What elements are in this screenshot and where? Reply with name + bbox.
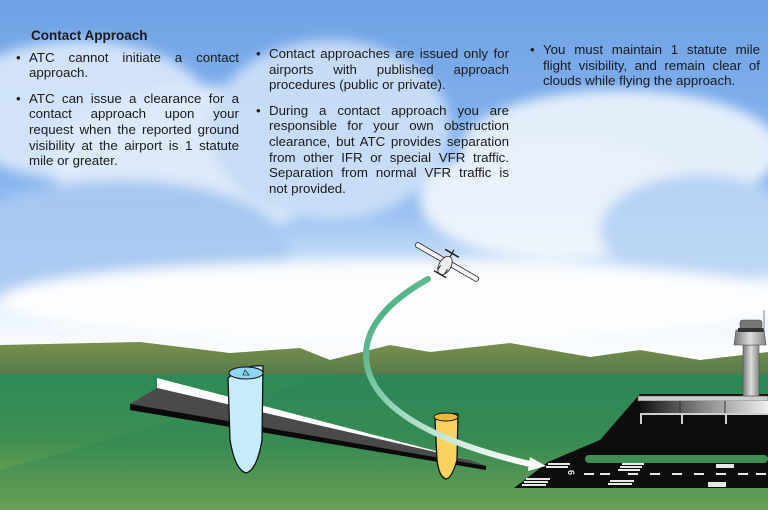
- control-tower: [733, 310, 767, 397]
- runway: 6: [514, 394, 768, 488]
- bullet-item: ATC cannot initiate a contact approach.: [13, 50, 239, 81]
- arrow-head-icon: [528, 457, 546, 471]
- airplane: [414, 242, 480, 282]
- yellow-marker: [433, 412, 459, 480]
- bullet-item: During a contact approach you are respon…: [253, 103, 509, 197]
- text-column-2: Contact approaches are issued only for a…: [253, 46, 509, 206]
- blue-marker: [227, 365, 264, 474]
- curved-flight-path: [363, 276, 533, 467]
- terminal-building: [637, 395, 768, 424]
- figure-title: Contact Approach: [31, 28, 148, 43]
- mountains: [0, 342, 768, 378]
- bullet-item: You must maintain 1 statute mile flight …: [527, 42, 760, 89]
- bullet-item: ATC can issue a clearance for a contact …: [13, 91, 239, 169]
- text-column-3: You must maintain 1 statute mile flight …: [527, 42, 760, 99]
- text-column-1: Contact Approach ATC cannot initiate a c…: [13, 28, 239, 179]
- runway-number: 6: [566, 470, 576, 475]
- bullet-item: Contact approaches are issued only for a…: [253, 46, 509, 93]
